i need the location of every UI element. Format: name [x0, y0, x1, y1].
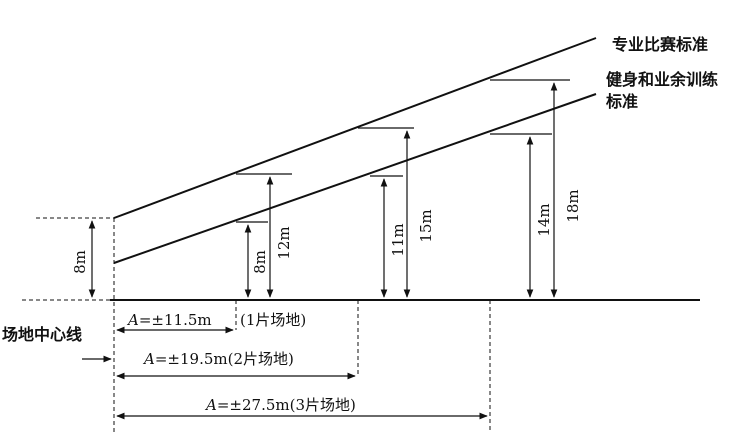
fitness-standard-label-line1: 健身和业余训练: [606, 70, 718, 89]
span-one-label: A=±11.5m: [126, 311, 212, 329]
pro-standard-line: [113, 37, 597, 219]
span-two-label: A=±19.5m(2片场地): [142, 350, 294, 368]
pro-standard-label: 专业比赛标准: [612, 35, 708, 54]
span-three-label: A=±27.5m(3片场地): [204, 396, 356, 414]
fifteen-m-label: 15m: [417, 209, 435, 242]
eighteen-m-label: 18m: [564, 189, 582, 222]
fourteen-m-label: 14m: [535, 203, 553, 236]
eleven-m-label: 11m: [389, 223, 407, 256]
center-line-label: 场地中心线: [2, 325, 82, 344]
left-8m-label: 8m: [71, 250, 89, 274]
fitness-standard-label-line2: 标准: [605, 92, 638, 111]
fitness-standard-line: [113, 93, 597, 264]
span-one-note: (1片场地): [240, 311, 306, 329]
twelve-m-label: 12m: [275, 226, 293, 259]
mid-8m-label: 8m: [251, 250, 269, 274]
